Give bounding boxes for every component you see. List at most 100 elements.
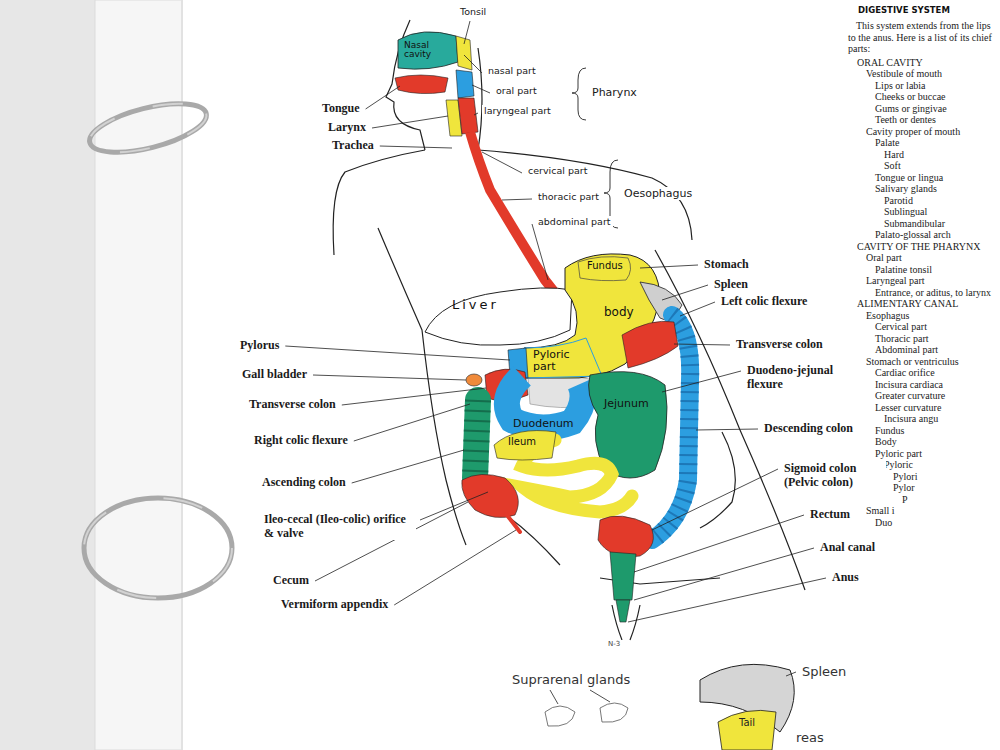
leader-line [474,113,478,115]
list-item: Cervical part [848,321,994,333]
list-item: Stomach or ventriculus [848,356,994,368]
organ-region: Liver [452,298,499,312]
binder-rings [84,94,232,598]
leader-line [285,346,510,360]
leader-line [640,265,698,268]
body-outline [333,20,805,640]
leader-line [464,21,470,44]
part-label: Stomach [702,257,751,271]
leader-line [482,152,522,173]
part-label: Trachea [330,138,376,152]
anal-canal [616,600,630,622]
list-item: Hard [848,149,994,161]
part-label: Descending colon [762,421,855,435]
leader-line [634,548,814,600]
list-item: Pyloric part [848,448,994,460]
part-label: Spleen [800,664,848,679]
part-label: abdominal part [536,216,613,228]
binder-ring [84,498,232,598]
list-item: Greater curvature [848,390,994,402]
part-label: Left colic flexure [719,294,809,308]
leader-line [680,302,715,316]
list-item: Palate [848,137,994,149]
part-label: cervical part [526,165,589,177]
part-label: Anus [830,570,861,584]
leader-line [380,146,452,148]
organ-name: Nasal cavity [404,41,450,60]
plastic-sleeve [95,0,1000,750]
part-label: Tongue [320,101,362,115]
leader-line [420,492,488,520]
part-label: N-3 [606,640,622,649]
organ-region: Jejunum [604,398,649,410]
leader-line [786,672,796,676]
sigmoid-colon [598,516,653,557]
leader-line [502,199,532,200]
organ-region: Ileum [508,437,536,448]
list-item: Duo [848,517,994,529]
organ-region: body [604,306,634,319]
list-item: Vestibule of mouth [848,68,994,80]
part-label: Pharynx [590,86,639,99]
list-item: Thoracic part [848,333,994,345]
colon-haustra [475,400,478,478]
part-label: Suprarenal glands [510,672,632,687]
leader-line [394,530,516,605]
leader-line [652,469,778,530]
part-label: Sigmoid colon (Pelvic colon) [782,461,886,489]
rectum [610,552,636,600]
organ-name: body [604,306,634,319]
leader-line [674,344,730,345]
leader-line [313,375,466,380]
liver [425,288,572,345]
organ-name: Pyloric part [533,349,585,372]
leader-line [464,55,482,73]
part-label: Rectum [808,507,852,521]
list-item: Submandibular [848,218,994,230]
list-item: Cardiac orifice [848,367,994,379]
organ-name: Liver [452,298,499,312]
bracket [572,68,586,120]
pancreas-tail [718,710,776,750]
leader-line [372,116,448,128]
list-item: Incisura angu [848,413,994,425]
gall-bladder [466,374,482,386]
organ-name: Ileum [508,437,536,448]
ring-highlight [84,94,232,598]
ring-shine [85,94,211,162]
list-item: Cavity proper of mouth [848,126,994,138]
leader-line [342,388,486,405]
list-item: Tongue or lingua [848,172,994,184]
leader-line [662,285,708,300]
leader-line [550,690,558,704]
organ-region: Pyloric part [533,349,585,372]
leader-line [366,86,400,109]
pharynx-nasal [456,36,472,70]
list-item: Gums or gingivae [848,103,994,115]
list-item: Salivary glands [848,183,994,195]
part-label: Spleen [712,277,750,291]
oesophagus [470,132,556,294]
page-title: DIGESTIVE SYSTEM [848,4,994,16]
pharynx-laryngeal [458,98,478,134]
part-label: Ileo-cecal (Ileo-colic) orifice & valve [262,512,416,540]
part-label: Cecum [271,573,311,587]
part-label: Tonsil [458,6,488,18]
tongue [395,75,448,94]
organ-region: Nasal cavity [404,41,450,60]
part-label: oral part [494,85,539,97]
part-label: Right colic flexure [252,433,350,447]
list-item: ORAL CAVITY [848,57,994,69]
leader-line [628,578,826,622]
list-item: Oral part [848,252,994,264]
list-item: Teeth or dentes [848,114,994,126]
organ-region: Duodenum [513,418,574,430]
part-label: thoracic part [536,191,601,203]
leader-line [590,690,610,702]
cecum [462,474,519,517]
list-item: Incisura cardiaca [848,379,994,391]
part-label: laryngeal part [482,105,553,117]
list-item: Cheeks or buccae [848,91,994,103]
part-label: Vermiform appendix [279,597,390,611]
